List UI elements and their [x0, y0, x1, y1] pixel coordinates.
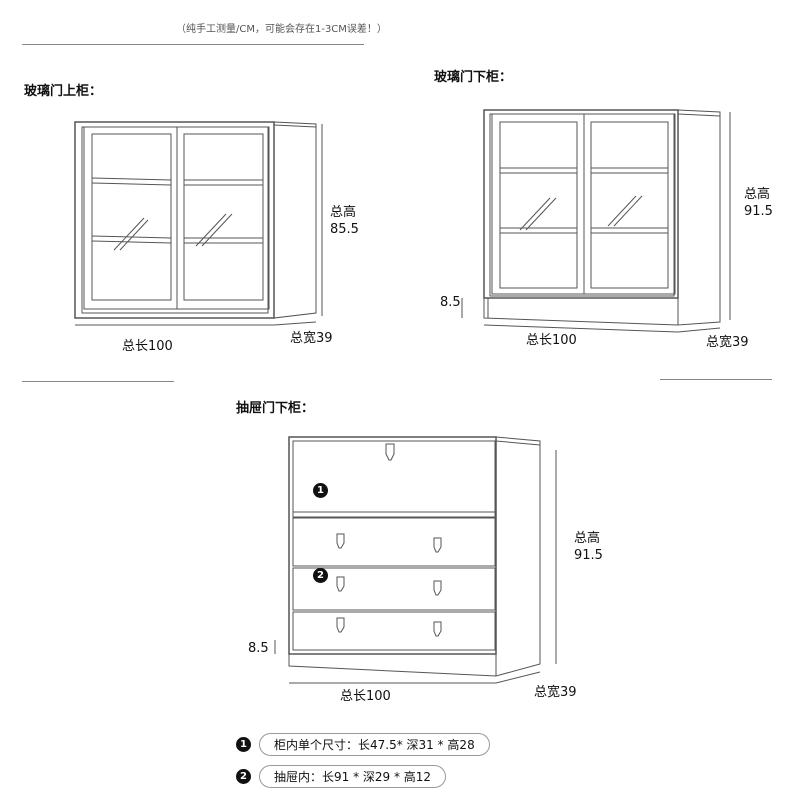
lower-glass-cabinet-drawing — [461, 109, 731, 333]
legend-text-1: 柜内单个尺寸：长47.5* 深31 * 高28 — [259, 733, 490, 756]
top-divider — [22, 44, 364, 45]
drawer-length-label: 总长100 — [340, 689, 391, 704]
flap-door-marker: 1 — [313, 483, 328, 498]
legend-item-2: 2 抽屉内：长91 * 深29 * 高12 — [236, 765, 447, 788]
upper-height-label: 总高 — [330, 205, 357, 220]
upper-length-label: 总长100 — [122, 339, 173, 354]
legend-item-1: 1 柜内单个尺寸：长47.5* 深31 * 高28 — [236, 733, 490, 756]
lower-length-label: 总长100 — [526, 333, 577, 348]
lower-base-height-label: 8.5 — [440, 295, 461, 310]
drawer-height-value: 91.5 — [574, 548, 603, 563]
lower-height-label: 总高 — [744, 187, 771, 202]
lower-glass-cabinet-title: 玻璃门下柜： — [434, 70, 513, 85]
drawer-depth-label: 总宽39 — [534, 685, 577, 700]
left-divider — [22, 381, 174, 382]
upper-depth-label: 总宽39 — [290, 331, 333, 346]
drawer-base-height-label: 8.5 — [248, 641, 269, 656]
legend-number-1: 1 — [236, 737, 251, 752]
legend-text-2: 抽屉内：长91 * 深29 * 高12 — [259, 765, 447, 788]
right-divider — [660, 379, 772, 380]
drawer-marker: 2 — [313, 568, 328, 583]
upper-height-value: 85.5 — [330, 222, 359, 237]
drawer-cabinet-drawing — [274, 436, 557, 684]
measurement-note: （纯手工测量/CM，可能会存在1-3CM误差！） — [176, 24, 387, 35]
upper-glass-cabinet-title: 玻璃门上柜： — [24, 84, 103, 99]
lower-height-value: 91.5 — [744, 204, 773, 219]
legend-number-2: 2 — [236, 769, 251, 784]
upper-glass-cabinet-drawing — [74, 121, 323, 326]
lower-depth-label: 总宽39 — [706, 335, 749, 350]
drawer-cabinet-title: 抽屉门下柜： — [236, 401, 315, 416]
drawer-height-label: 总高 — [574, 531, 601, 546]
